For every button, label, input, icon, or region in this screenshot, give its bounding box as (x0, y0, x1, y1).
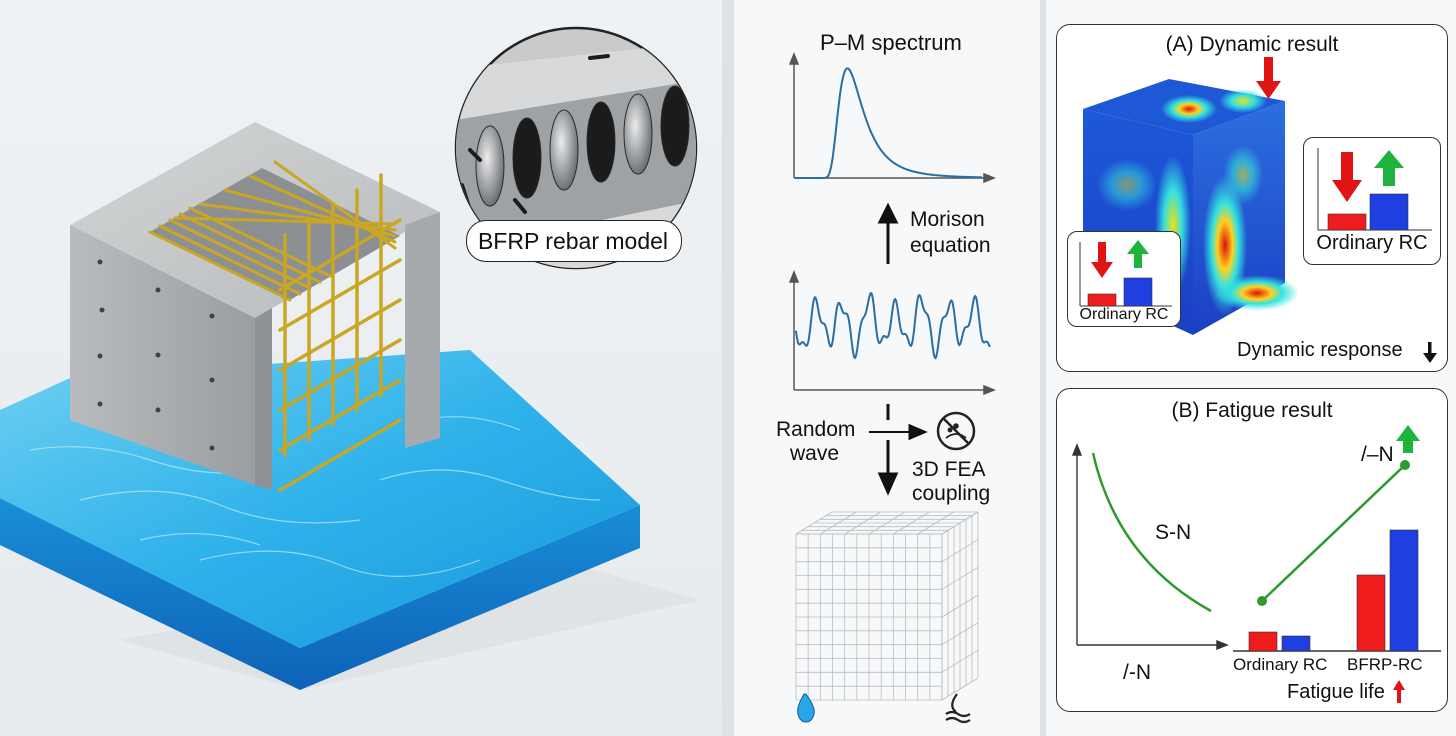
load-arrow-down (1256, 57, 1281, 99)
inset-ordinary-rc-large: Ordinary RC (1303, 137, 1441, 265)
spectrum-title: P–M spectrum (820, 30, 962, 55)
fatigue-up-arrow (1393, 680, 1405, 703)
rebar-thread (512, 117, 542, 199)
dynamic-response-down-arrow (1423, 342, 1437, 363)
dynamic-response-label: Dynamic response (1237, 339, 1403, 361)
fatigue-chart (1071, 425, 1441, 703)
up-arrow-icon (1374, 150, 1404, 186)
tie-holes (97, 259, 215, 451)
water-drop-icon (797, 693, 815, 723)
inset-small-label: Ordinary RC (1079, 306, 1169, 323)
fatigue-result-box: (B) Fatigue result (1056, 388, 1448, 712)
bar-category-ordinary: Ordinary RC (1233, 655, 1328, 674)
concrete-side-wall (255, 308, 272, 490)
bar-category-bfrp: BFRP-RC (1347, 655, 1423, 674)
mesh-line (917, 511, 954, 535)
mesh-line (941, 649, 979, 673)
sn-curve (1091, 452, 1212, 613)
mesh-line (941, 539, 979, 563)
rebar-thread (623, 93, 653, 175)
dynamic-result-title: (A) Dynamic result (1165, 33, 1339, 56)
bar-bfrp-blue (1389, 529, 1419, 652)
down-arrow-icon (1332, 152, 1362, 202)
pm-spectrum-plot (788, 51, 997, 724)
method-flow-panel: P–M spectrum (734, 0, 1040, 736)
rebar-thread (586, 101, 616, 183)
mesh-line (868, 511, 906, 535)
rebar-bar (158, 224, 302, 296)
rebar-thread (549, 109, 579, 191)
rebar-bar (188, 206, 332, 278)
results-panel: (A) Dynamic result (1046, 0, 1456, 736)
fea-label-1: 3D FEA (912, 458, 986, 481)
fatigue-life-label: Fatigue life (1287, 681, 1385, 703)
random-wave-signal (795, 292, 991, 360)
rebar-bar (278, 298, 402, 372)
rebar-bar (178, 212, 322, 284)
sn-label: S-N (1155, 521, 1192, 544)
mesh-line (795, 511, 833, 535)
up-arrow-icon (1396, 425, 1420, 453)
callout-label: BFRP rebar model (477, 228, 669, 254)
random-wave-label-2: wave (790, 442, 840, 465)
divider-1 (722, 0, 734, 736)
callout-label-box: BFRP rebar model (466, 220, 682, 262)
down-arrow-icon (1091, 242, 1113, 278)
morison-label-2: equation (910, 234, 991, 257)
rebar-cage (148, 160, 402, 492)
wave-icon (945, 693, 971, 724)
rebar-bar (168, 218, 312, 290)
inset-large-label: Ordinary RC (1316, 232, 1428, 254)
fea-label-2: coupling (912, 482, 991, 505)
bfrp-rebar-threads (475, 85, 690, 207)
inset-ordinary-rc-small: Ordinary RC (1067, 231, 1181, 327)
rebar-bar (278, 418, 402, 492)
bar-ordinary-blue (1281, 635, 1311, 652)
up-arrow-icon (1127, 240, 1149, 268)
mesh-line (941, 511, 979, 535)
bar-ordinary-red (1248, 631, 1278, 652)
rebar-thread (660, 85, 690, 167)
dynamic-result-box: (A) Dynamic result (1056, 24, 1448, 372)
concrete-back-wall (405, 212, 440, 448)
concrete-opening (150, 168, 400, 300)
fea-mesh-cube (795, 511, 979, 701)
random-wave-label-1: Random (776, 418, 856, 441)
rebar-bar (148, 230, 292, 302)
structure-scene (0, 122, 700, 690)
mesh-line (941, 677, 979, 701)
mesh-line (893, 511, 930, 535)
rebar-callout (454, 26, 698, 270)
bar-bfrp-red (1356, 574, 1386, 652)
no-corrosion-icon (936, 411, 976, 451)
mesh-line (820, 511, 857, 535)
morison-label-1: Morison (910, 208, 985, 231)
water-slab-side (0, 498, 640, 690)
mesh-line (844, 511, 881, 535)
structure-illustration-panel: BFRP rebar model (0, 0, 722, 736)
trend-line (1257, 460, 1410, 606)
rebar-bar (273, 160, 397, 250)
sn-xlabel: /-N (1123, 661, 1151, 684)
rebar-bar (278, 378, 402, 452)
pm-spectrum-curve (795, 67, 982, 179)
rebar-bar (278, 258, 402, 332)
mesh-line (941, 594, 979, 618)
fatigue-result-title: (B) Fatigue result (1171, 399, 1333, 422)
rebar-bar (278, 338, 402, 412)
trend-label: /–N (1361, 443, 1394, 466)
mesh-line (941, 566, 979, 590)
concrete-front-face (70, 225, 255, 485)
mesh-line (941, 622, 979, 646)
rebar-thread (475, 125, 505, 207)
